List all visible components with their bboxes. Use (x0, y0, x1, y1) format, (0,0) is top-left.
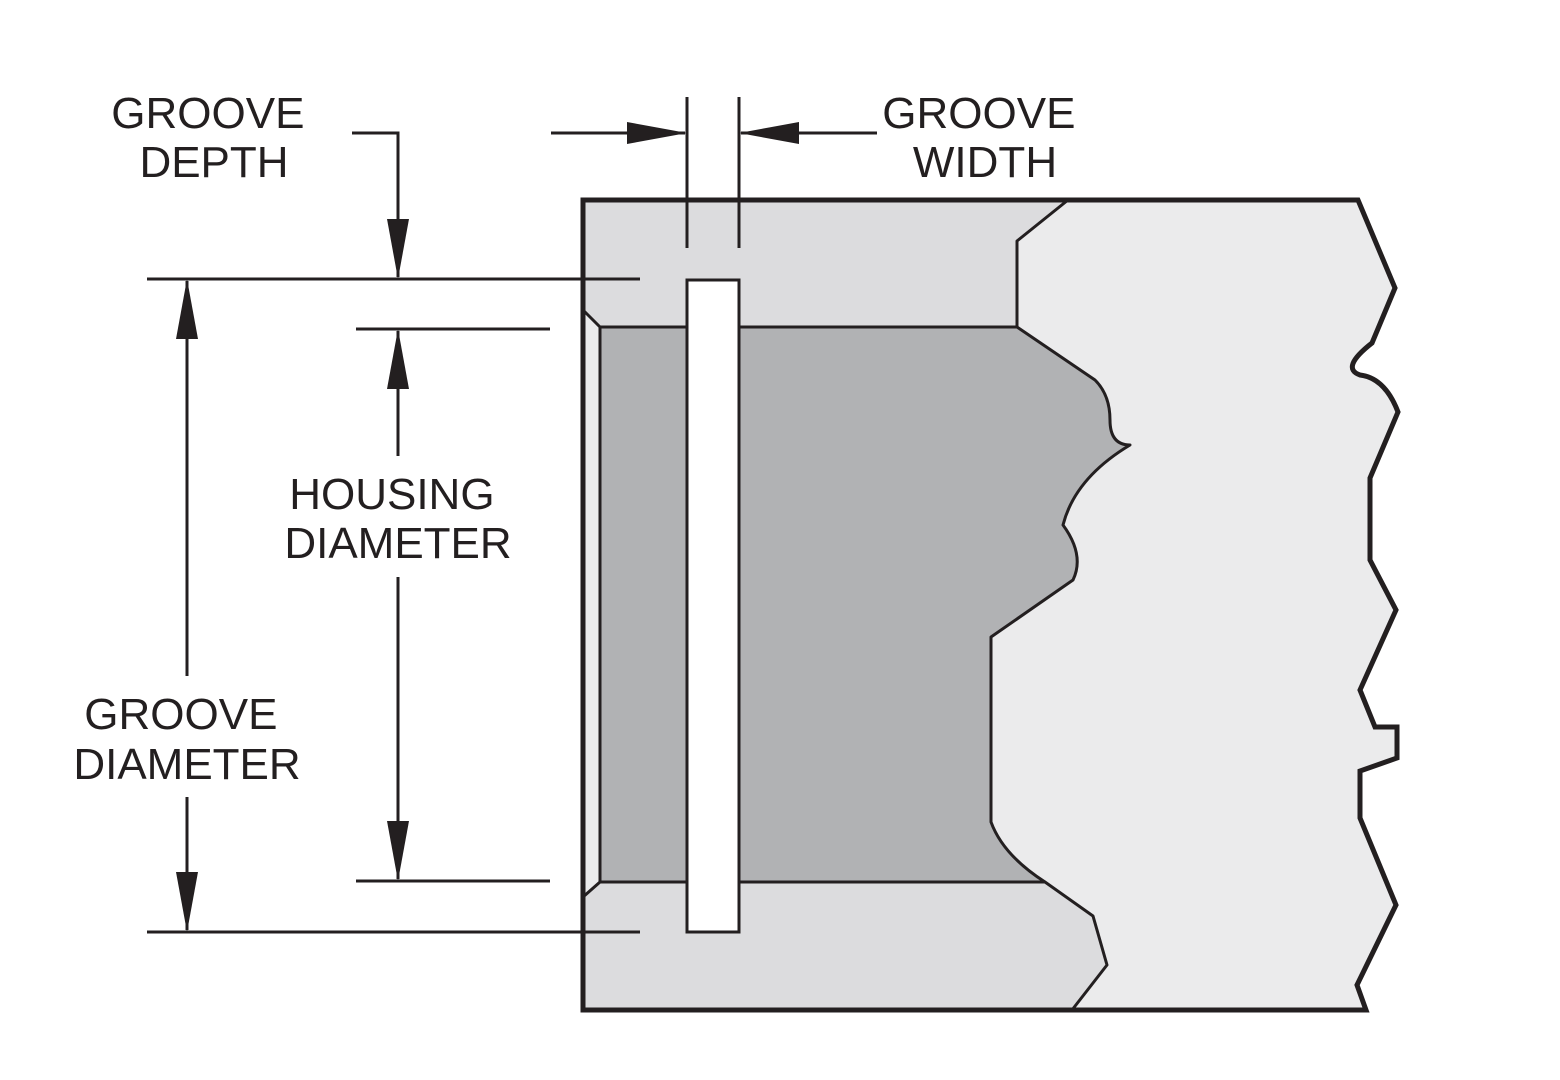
top-inner-outline (581, 198, 1069, 329)
groove-diameter-label: GROOVE DIAMETER (73, 690, 300, 789)
groove-width-label-line-1: GROOVE (882, 89, 1075, 138)
housing-top-region (583, 200, 1068, 327)
groove-depth-label: GROOVE DEPTH (111, 89, 316, 187)
housing-diameter-label-line-1: HOUSING (289, 470, 494, 519)
dimensions (147, 97, 877, 934)
housing-diameter-label-line-2: DIAMETER (284, 519, 511, 568)
labels: GROOVE DEPTH GROOVE WIDTH HOUSING DIAMET… (73, 89, 1087, 789)
housing-section (580, 197, 1401, 1013)
bore-outline (989, 325, 1132, 884)
groove-depth-label-line-2: DEPTH (139, 138, 288, 187)
groove-depth-label-line-1: GROOVE (111, 89, 304, 138)
housing-bottom-region (583, 882, 1107, 1010)
groove-diameter-label-line-2: DIAMETER (73, 740, 300, 789)
groove-diameter-label-line-1: GROOVE (84, 690, 277, 739)
housing-outer-outline (580, 197, 1401, 1013)
housing-diameter-label: HOUSING DIAMETER (284, 470, 511, 568)
groove-width-label: GROOVE WIDTH (882, 89, 1087, 187)
groove-depth-leader (352, 131, 409, 279)
groove-width-label-line-2: WIDTH (913, 138, 1057, 187)
bottom-inner-outline (582, 880, 1109, 1011)
groove (685, 278, 741, 934)
